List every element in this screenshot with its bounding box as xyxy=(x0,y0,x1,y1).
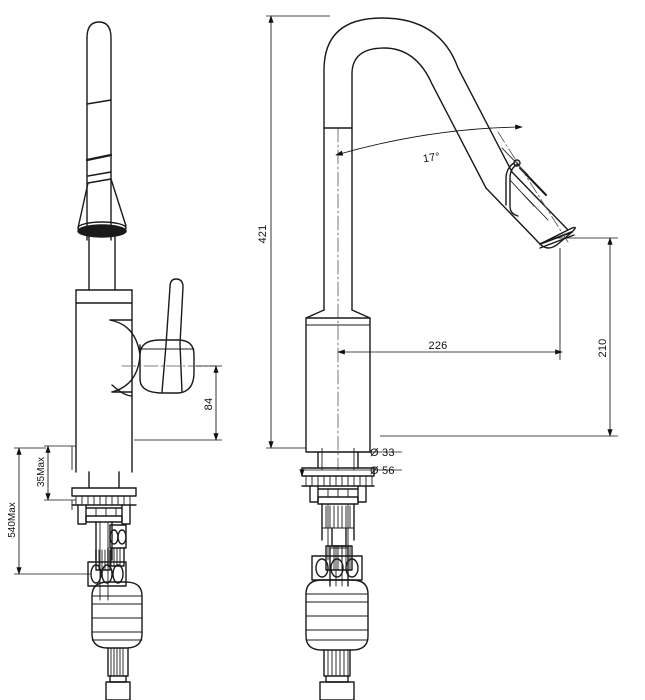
dimension-label-overall-height: 421 xyxy=(257,225,269,244)
side-view-lever-handle xyxy=(139,278,195,394)
side-view-counterweight xyxy=(91,581,143,649)
dimension-mount-thickness xyxy=(44,445,76,510)
dimension-spout-reach xyxy=(337,248,563,360)
dimension-overall-height xyxy=(266,15,330,449)
dimension-label-spray-angle: 17° xyxy=(422,151,441,166)
front-view-gooseneck xyxy=(323,17,513,189)
front-view-faucet xyxy=(301,17,576,700)
dimension-diameters xyxy=(299,448,402,477)
front-view-shank-hoses xyxy=(311,503,363,587)
front-view-spray-head xyxy=(485,147,576,249)
dimension-label-supply-length: 540Max xyxy=(7,502,18,538)
dimension-text-layer: 84 35Max 540Max 421 226 210 17° Ø 33 Ø 5… xyxy=(7,151,609,538)
dimension-label-handle-height: 84 xyxy=(203,398,215,411)
dimension-label-base-diameter: Ø 56 xyxy=(370,465,395,477)
side-view-body xyxy=(75,289,141,473)
dimension-label-shank-diameter: Ø 33 xyxy=(370,447,395,459)
dimension-supply-length xyxy=(14,447,90,575)
side-view-spray-head xyxy=(77,21,127,241)
dimension-outlet-height xyxy=(380,237,618,437)
dimension-label-mount-thickness: 35Max xyxy=(36,457,47,487)
front-view-mount-flange xyxy=(301,451,375,505)
side-view-mount-flange xyxy=(71,471,137,525)
front-view-hose-fitting xyxy=(319,649,355,700)
dimension-layer xyxy=(14,15,618,575)
dimension-label-spout-reach: 226 xyxy=(429,340,448,352)
dimension-label-outlet-height: 210 xyxy=(597,339,609,358)
side-view-hose-fitting xyxy=(105,647,131,700)
dimension-spray-angle xyxy=(335,124,523,156)
front-view-wand-centerline xyxy=(497,131,569,243)
side-view-column xyxy=(88,231,116,291)
side-view-shank-hoses xyxy=(87,521,127,601)
dimension-handle-height xyxy=(134,365,222,441)
front-view-counterweight xyxy=(305,579,369,651)
side-view-faucet xyxy=(71,21,217,700)
